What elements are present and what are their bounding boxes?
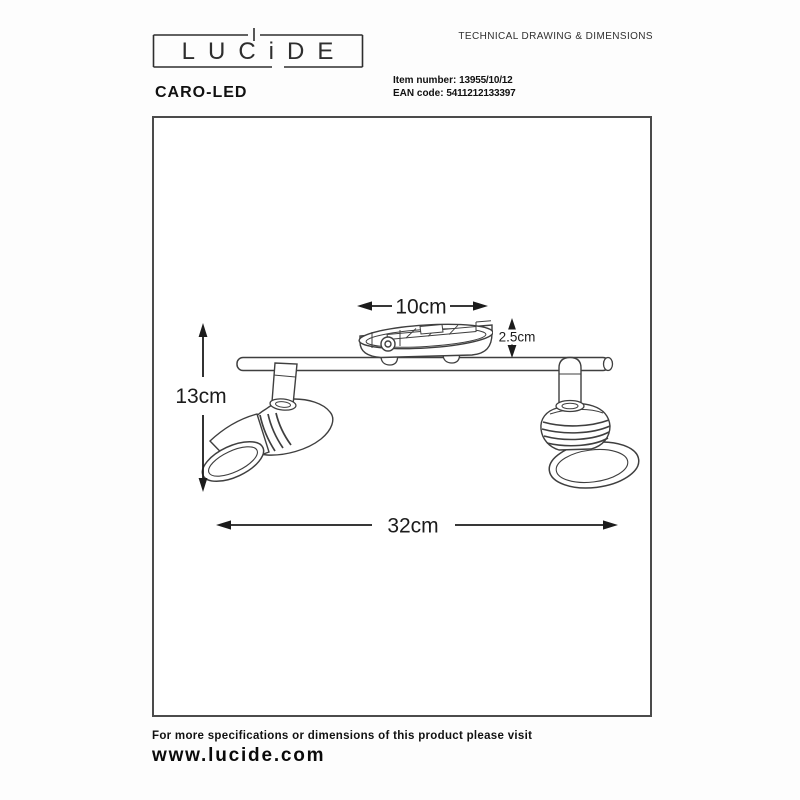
item-number-value: 13955/10/12 [459, 75, 513, 86]
canopy-screw [380, 336, 396, 352]
spot-right-ribs [541, 419, 611, 447]
item-info-block: Item number: 13955/10/12 EAN code: 54112… [393, 74, 516, 100]
arrowhead-right-icon [473, 301, 488, 311]
ean-row: EAN code: 5411212133397 [393, 87, 516, 100]
canopy [358, 320, 494, 366]
lucide-logo: LUCiDE [152, 28, 364, 68]
dimension-label-canopy-width: 10cm [395, 296, 446, 319]
arrowhead-left-icon [216, 520, 231, 530]
item-number-row: Item number: 13955/10/12 [393, 74, 516, 87]
spot-right [540, 356, 640, 489]
footer: For more specifications or dimensions of… [152, 730, 532, 767]
dimension-label-fixture-width: 32cm [387, 515, 438, 538]
arrowhead-left-icon [357, 301, 372, 311]
item-number-label: Item number: [393, 75, 457, 86]
dimension-label-canopy-height: 2.5cm [499, 330, 536, 345]
technical-drawing: 10cm 2.5cm 13cm 32c [175, 296, 640, 538]
doc-title: TECHNICAL DRAWING & DIMENSIONS [458, 31, 653, 42]
ean-value: 5411212133397 [446, 88, 516, 99]
spot-left [201, 362, 334, 483]
spot-right-joint [555, 399, 585, 413]
footer-website-link[interactable]: www.lucide.com [152, 745, 326, 766]
logo-text: LUCiDE [182, 38, 347, 65]
arrowhead-up-icon [507, 318, 517, 331]
spot-right-stem [558, 356, 582, 406]
product-name: CARO-LED [155, 84, 248, 101]
arrowhead-down-icon [198, 478, 208, 492]
spot-left-joint [269, 398, 297, 411]
dim-canopy-width [357, 301, 488, 311]
arrowhead-down-icon [507, 345, 517, 358]
dim-fixture-height [198, 323, 208, 492]
dimension-label-fixture-height: 13cm [175, 385, 226, 408]
footer-note: For more specifications or dimensions of… [152, 730, 533, 742]
drawing-frame: 10cm 2.5cm 13cm 32c [152, 116, 652, 717]
dim-fixture-width [216, 520, 618, 530]
mounting-bar [236, 356, 614, 372]
arrowhead-right-icon [603, 520, 618, 530]
arrowhead-up-icon [198, 323, 208, 337]
ean-label: EAN code: [393, 88, 444, 99]
